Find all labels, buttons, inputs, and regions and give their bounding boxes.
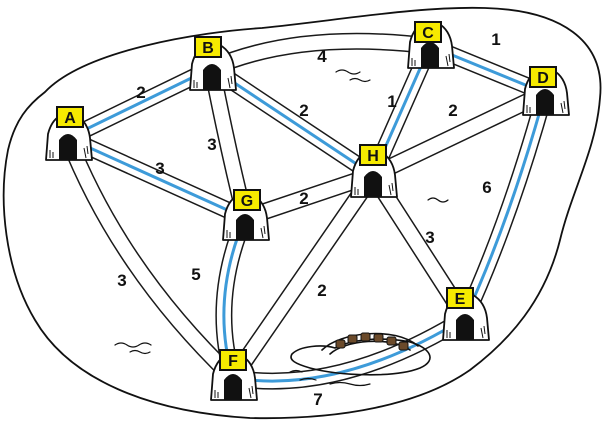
node-c: C bbox=[407, 21, 455, 69]
road-fill bbox=[366, 86, 552, 182]
edge-weight-label: 1 bbox=[387, 92, 396, 111]
water-waves bbox=[114, 69, 449, 355]
edge-weight-label: 4 bbox=[317, 47, 327, 66]
tunnel-entrance-icon bbox=[224, 374, 242, 400]
edge-weight-label: 3 bbox=[155, 159, 164, 178]
rock-hatching bbox=[446, 325, 486, 339]
edge-weight-label: 2 bbox=[448, 101, 457, 120]
edge-a-f bbox=[59, 129, 242, 387]
node-e: E bbox=[442, 287, 490, 341]
edge-weight-label: 3 bbox=[425, 228, 434, 247]
edge-weight-layer: 2 3 3 3 2 4 1 1 2 6 2 5 3 2 7 bbox=[117, 30, 500, 409]
rock-hatching bbox=[193, 75, 233, 89]
edge-weight-label: 2 bbox=[299, 189, 308, 208]
node-label: B bbox=[202, 40, 214, 57]
edge-h-f bbox=[224, 166, 382, 387]
river-line bbox=[231, 316, 467, 383]
edge-a-g bbox=[59, 129, 254, 227]
node-label-box bbox=[414, 21, 442, 43]
node-label: G bbox=[241, 193, 253, 210]
node-d: D bbox=[522, 66, 570, 116]
rock-hatching bbox=[214, 385, 254, 399]
node-label: D bbox=[537, 70, 549, 87]
node-g: G bbox=[222, 189, 270, 241]
river-line bbox=[66, 66, 214, 140]
node-label-box bbox=[219, 349, 247, 371]
tunnel-entrance-icon bbox=[203, 64, 221, 90]
node-a: A bbox=[45, 106, 93, 161]
coastline bbox=[2, 6, 602, 420]
node-label: F bbox=[228, 353, 238, 370]
node-label: C bbox=[422, 25, 434, 42]
node-label-box bbox=[194, 36, 222, 58]
edge-a-b bbox=[59, 59, 221, 147]
river-line bbox=[210, 66, 375, 177]
tunnel-entrance-icon bbox=[421, 42, 439, 68]
river-line bbox=[463, 91, 547, 320]
tunnel-entrance-icon bbox=[536, 89, 554, 115]
edge-weight-label: 1 bbox=[491, 30, 500, 49]
node-label: H bbox=[367, 148, 379, 165]
node-layer: A B C D E F G H bbox=[45, 21, 570, 401]
edge-b-c bbox=[203, 32, 439, 77]
edge-weight-label: 5 bbox=[191, 265, 200, 284]
rock-hatching bbox=[526, 100, 566, 114]
node-label-box bbox=[56, 106, 84, 128]
edge-weight-label: 6 bbox=[482, 178, 491, 197]
node-b: B bbox=[189, 36, 237, 91]
node-label-box bbox=[529, 66, 557, 88]
node-label: A bbox=[64, 110, 76, 127]
edge-weight-label: 2 bbox=[317, 281, 326, 300]
road-fill bbox=[226, 168, 380, 385]
tunnel-entrance-icon bbox=[236, 214, 254, 240]
node-label-box bbox=[446, 287, 474, 309]
tunnel-entrance-icon bbox=[456, 314, 474, 340]
node-f: F bbox=[210, 349, 258, 401]
node-label: E bbox=[455, 291, 466, 308]
edge-weight-label: 2 bbox=[136, 83, 145, 102]
rock-hatching bbox=[226, 225, 266, 239]
node-label-box bbox=[359, 144, 387, 166]
edge-f-e bbox=[224, 309, 474, 390]
node-label-box bbox=[233, 189, 261, 211]
edge-weight-label: 3 bbox=[117, 271, 126, 290]
edge-b-h bbox=[203, 59, 382, 184]
tunnel-entrance-icon bbox=[364, 171, 382, 197]
river-line bbox=[66, 136, 247, 220]
rock-hatching bbox=[49, 145, 89, 159]
road-fill bbox=[205, 34, 437, 75]
edge-weight-label: 7 bbox=[313, 390, 322, 409]
edge-weight-label: 3 bbox=[207, 135, 216, 154]
road-fill bbox=[61, 131, 240, 385]
bridge-island bbox=[289, 332, 431, 387]
node-h: H bbox=[350, 144, 398, 198]
rock-hatching bbox=[354, 182, 394, 196]
edge-weight-label: 2 bbox=[299, 101, 308, 120]
edge-d-e bbox=[456, 84, 554, 327]
rock-hatching bbox=[411, 53, 451, 67]
tunnel-entrance-icon bbox=[59, 134, 77, 160]
edge-d-h bbox=[364, 84, 554, 184]
